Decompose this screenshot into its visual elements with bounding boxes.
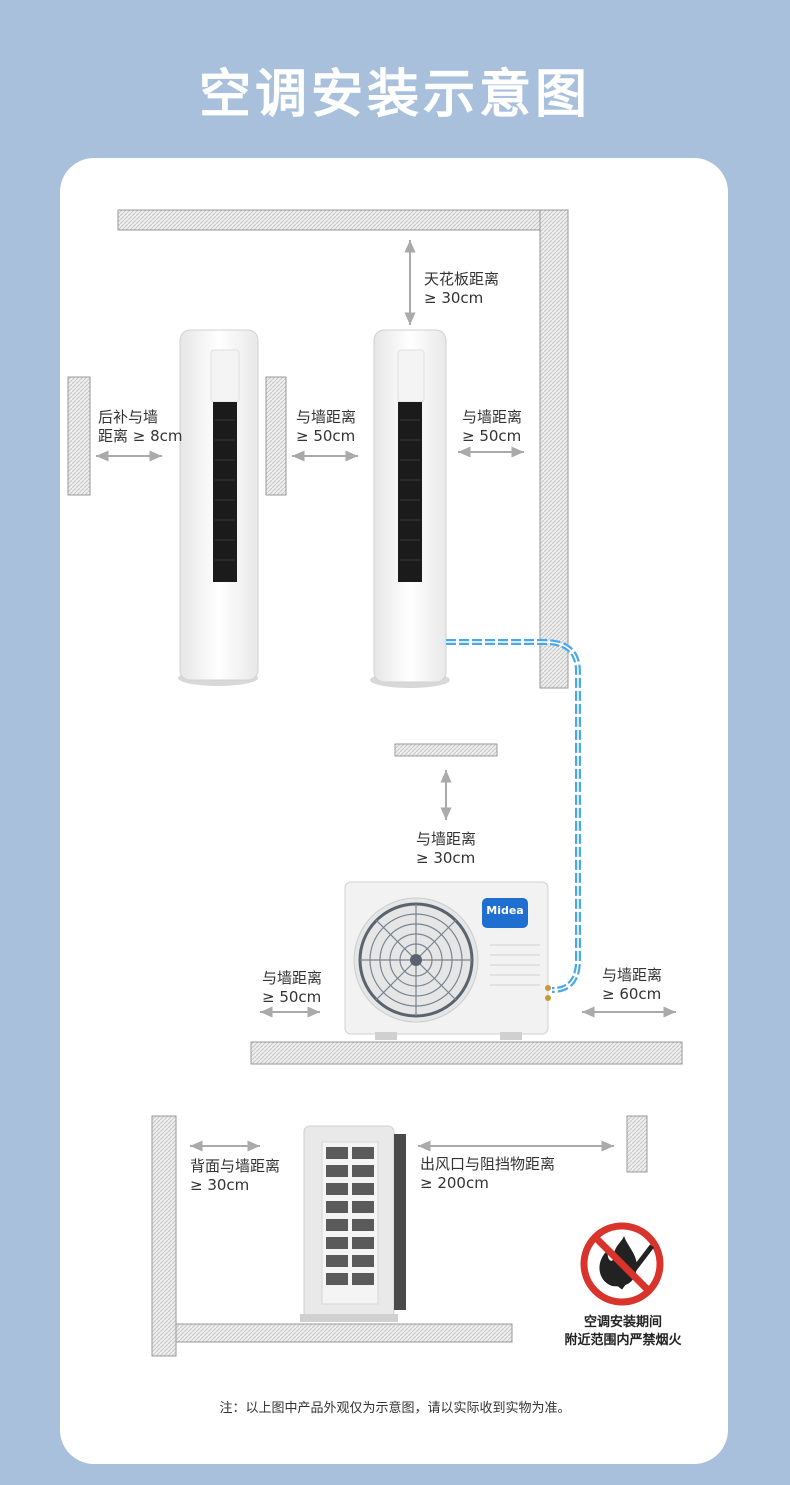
outdoor-unit-side — [300, 1125, 406, 1322]
indoor-unit-left — [178, 329, 259, 686]
page-title: 空调安装示意图 — [198, 65, 591, 125]
fire-warning-text: 空调安装期间附近范围内严禁烟火 — [564, 1315, 682, 1348]
midea-logo-text: Midea — [486, 904, 524, 917]
outdoor-unit-front — [344, 881, 551, 1040]
midea-badge — [482, 898, 528, 928]
disclaimer-note: 注：以上图中产品外观仅为示意图，请以实际收到实物为准。 — [219, 1401, 571, 1416]
label-outdoor-back: 背面与墙距离≥ 30cm — [190, 1157, 281, 1194]
label-back-wall: 后补与墙距离 ≥ 8cm — [98, 408, 183, 445]
outdoor-top-wall — [394, 743, 498, 757]
outdoor-ground — [250, 1041, 683, 1065]
side-view-walls — [151, 1115, 648, 1357]
room-walls — [67, 209, 569, 689]
label-outdoor-right: 与墙距离≥ 60cm — [602, 966, 663, 1003]
indoor-unit-right — [370, 329, 450, 688]
label-side-wall-left: 与墙距离≥ 50cm — [296, 408, 357, 445]
label-ceiling: 天花板距离≥ 30cm — [424, 270, 500, 307]
label-outdoor-top: 与墙距离≥ 30cm — [416, 830, 477, 867]
label-outdoor-left: 与墙距离≥ 50cm — [262, 969, 323, 1006]
label-side-wall-right: 与墙距离≥ 50cm — [462, 408, 523, 445]
label-outdoor-outlet: 出风口与阻挡物距离≥ 200cm — [420, 1155, 556, 1192]
no-fire-icon — [580, 1222, 664, 1306]
